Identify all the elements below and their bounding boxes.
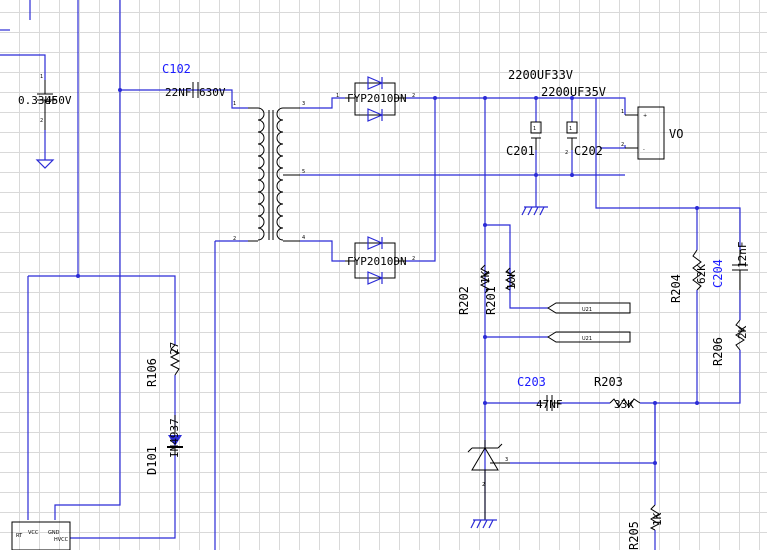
c203-value: 47NF <box>536 398 563 411</box>
diode-d101[interactable]: D101 IN4937 <box>145 415 183 475</box>
r203-ref: R203 <box>594 375 623 389</box>
r201-ref: R201 <box>484 286 498 315</box>
optocoupler-u21-pin-a[interactable]: U21 <box>547 302 631 314</box>
r204-ref: R204 <box>669 274 683 303</box>
capacitor-c201[interactable]: 1 2200UF33V C201 <box>506 68 573 158</box>
resistor-r206[interactable]: R206 2K <box>711 319 749 366</box>
r203-value: 33K <box>614 398 634 411</box>
c202-ref: C202 <box>574 144 603 158</box>
diode-bottom-part: FYP2010DN <box>347 255 407 268</box>
diode-pack-bottom[interactable]: FYP2010DN 2 <box>345 236 415 285</box>
output-connector-vo[interactable]: 1 2 + - VO <box>621 106 683 160</box>
left-wiring <box>0 0 248 550</box>
pin-label: 2 <box>412 256 415 262</box>
r202-value: 1K <box>479 270 492 284</box>
c-left-rating: 450V <box>45 94 72 107</box>
r202-ref: R202 <box>457 286 471 315</box>
r206-ref: R206 <box>711 337 725 366</box>
c102-value: 22NF <box>165 86 192 99</box>
capacitor-c204[interactable]: C204 12nF <box>711 242 749 291</box>
capacitor-c-left[interactable]: 1 2 0.33UF 450V <box>18 74 72 130</box>
pin-label: 4 <box>302 235 305 241</box>
capacitor-c102[interactable]: C102 22NF 630V <box>162 62 226 99</box>
pin-label: 2 <box>233 236 236 242</box>
u21b-ref: U21 <box>582 336 592 342</box>
ground-icon <box>521 206 548 216</box>
pin-label: + <box>643 113 647 119</box>
ground-icon <box>35 159 55 169</box>
r201-value: 10K <box>505 270 518 290</box>
pin-label: 2 <box>40 118 43 124</box>
r206-value: 2K <box>736 325 749 339</box>
secondary-wiring <box>300 96 741 550</box>
pin-label: 1 <box>533 126 536 132</box>
c204-value: 12nF <box>736 242 749 269</box>
r106-ref: R106 <box>145 358 159 387</box>
pin-label: 2 <box>412 93 415 99</box>
c102-rating: 630V <box>199 86 226 99</box>
pin-label: 2 <box>482 482 485 488</box>
ic-pin-vcc: VCC <box>28 530 39 536</box>
resistor-r203[interactable]: R203 33K <box>594 375 641 411</box>
pin-label: 1 <box>621 109 624 115</box>
c102-ref: C102 <box>162 62 191 76</box>
pin-label: 1 <box>40 74 43 80</box>
controller-ic[interactable]: RT VCC GND HVCC <box>11 521 71 550</box>
pin-label: 1 <box>569 126 572 132</box>
capacitor-c203[interactable]: C203 47NF <box>517 375 563 411</box>
vo-ref: VO <box>669 127 683 141</box>
c203-ref: C203 <box>517 375 546 389</box>
r205-ref: R205 <box>627 521 641 550</box>
ground-icon <box>470 519 497 529</box>
pin-label: 3 <box>302 101 305 107</box>
ic-pin-gnd: GND <box>48 530 60 536</box>
resistor-r204[interactable]: R204 62K <box>669 249 708 303</box>
shunt-regulator[interactable]: 3 2 <box>467 440 510 520</box>
diode-pack-top[interactable]: FYP2010DN 2 1 <box>336 75 415 125</box>
pin-label: 2 <box>565 150 568 156</box>
capacitor-c202[interactable]: 1 2 2200UF35V C202 <box>541 85 606 158</box>
resistor-r202[interactable]: R202 R201 1K <box>457 264 498 315</box>
resistor-r205[interactable]: R205 1K <box>627 504 664 550</box>
transformer[interactable]: 1 2 3 5 4 <box>233 101 305 242</box>
pin-label: 5 <box>302 169 305 175</box>
c204-ref: C204 <box>711 259 725 288</box>
c202-value: 2200UF35V <box>541 85 606 99</box>
pin-label: 2 <box>621 142 624 148</box>
resistor-r106[interactable]: R106 27 <box>145 342 181 387</box>
d101-ref: D101 <box>145 446 159 475</box>
u21a-ref: U21 <box>582 307 592 313</box>
pin-label: 3 <box>505 457 508 463</box>
c201-value: 2200UF33V <box>508 68 573 82</box>
pin-label: - <box>643 147 645 153</box>
pin-label: 1 <box>336 93 339 99</box>
r106-value: 27 <box>168 342 181 355</box>
ic-pin-rt: RT <box>16 533 23 539</box>
d101-value: IN4937 <box>168 418 181 458</box>
c-left-value: 0.33UF <box>18 94 58 107</box>
pin-label: 1 <box>233 101 236 107</box>
resistor-r201[interactable]: 10K <box>504 267 518 291</box>
ic-pin-hvcc: HVCC <box>54 537 69 543</box>
r204-value: 62K <box>695 264 708 284</box>
c201-ref: C201 <box>506 144 535 158</box>
diode-top-part: FYP2010DN <box>347 92 407 105</box>
optocoupler-u21-pin-b[interactable]: U21 <box>547 331 631 343</box>
r205-value: 1K <box>651 512 664 526</box>
